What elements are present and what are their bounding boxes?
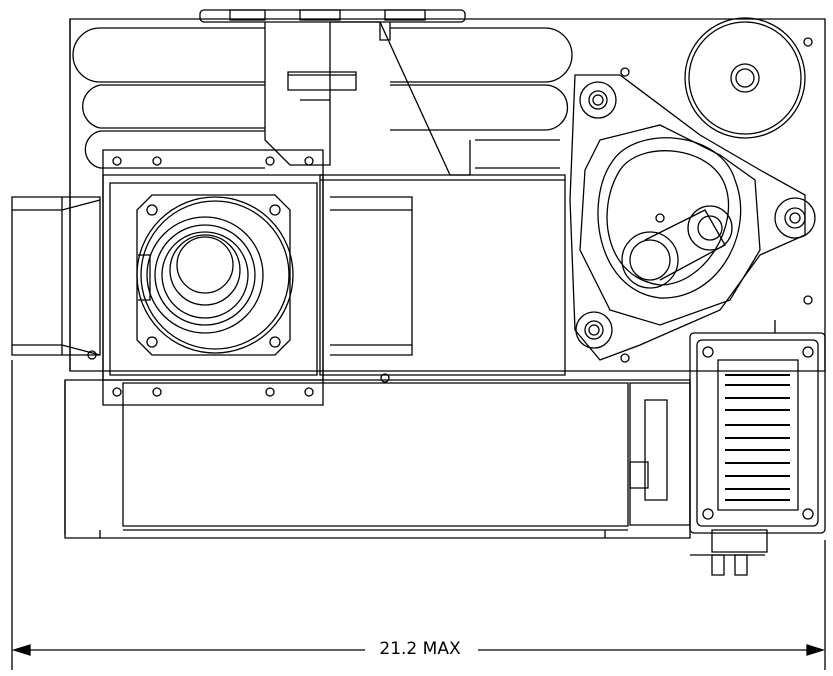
coiled-tubing [73,28,572,168]
housing-outline [70,10,825,371]
left-flange [12,197,412,355]
mounting-plate [103,150,323,405]
electrical-box [690,320,825,575]
dimension-label: 21.2 MAX [365,637,475,661]
inlet-flange [137,195,293,355]
manifold [265,22,470,175]
dimension-line [12,360,825,670]
middle-block [320,175,565,375]
bottom-tank [65,380,690,538]
pump-assembly [88,18,815,382]
